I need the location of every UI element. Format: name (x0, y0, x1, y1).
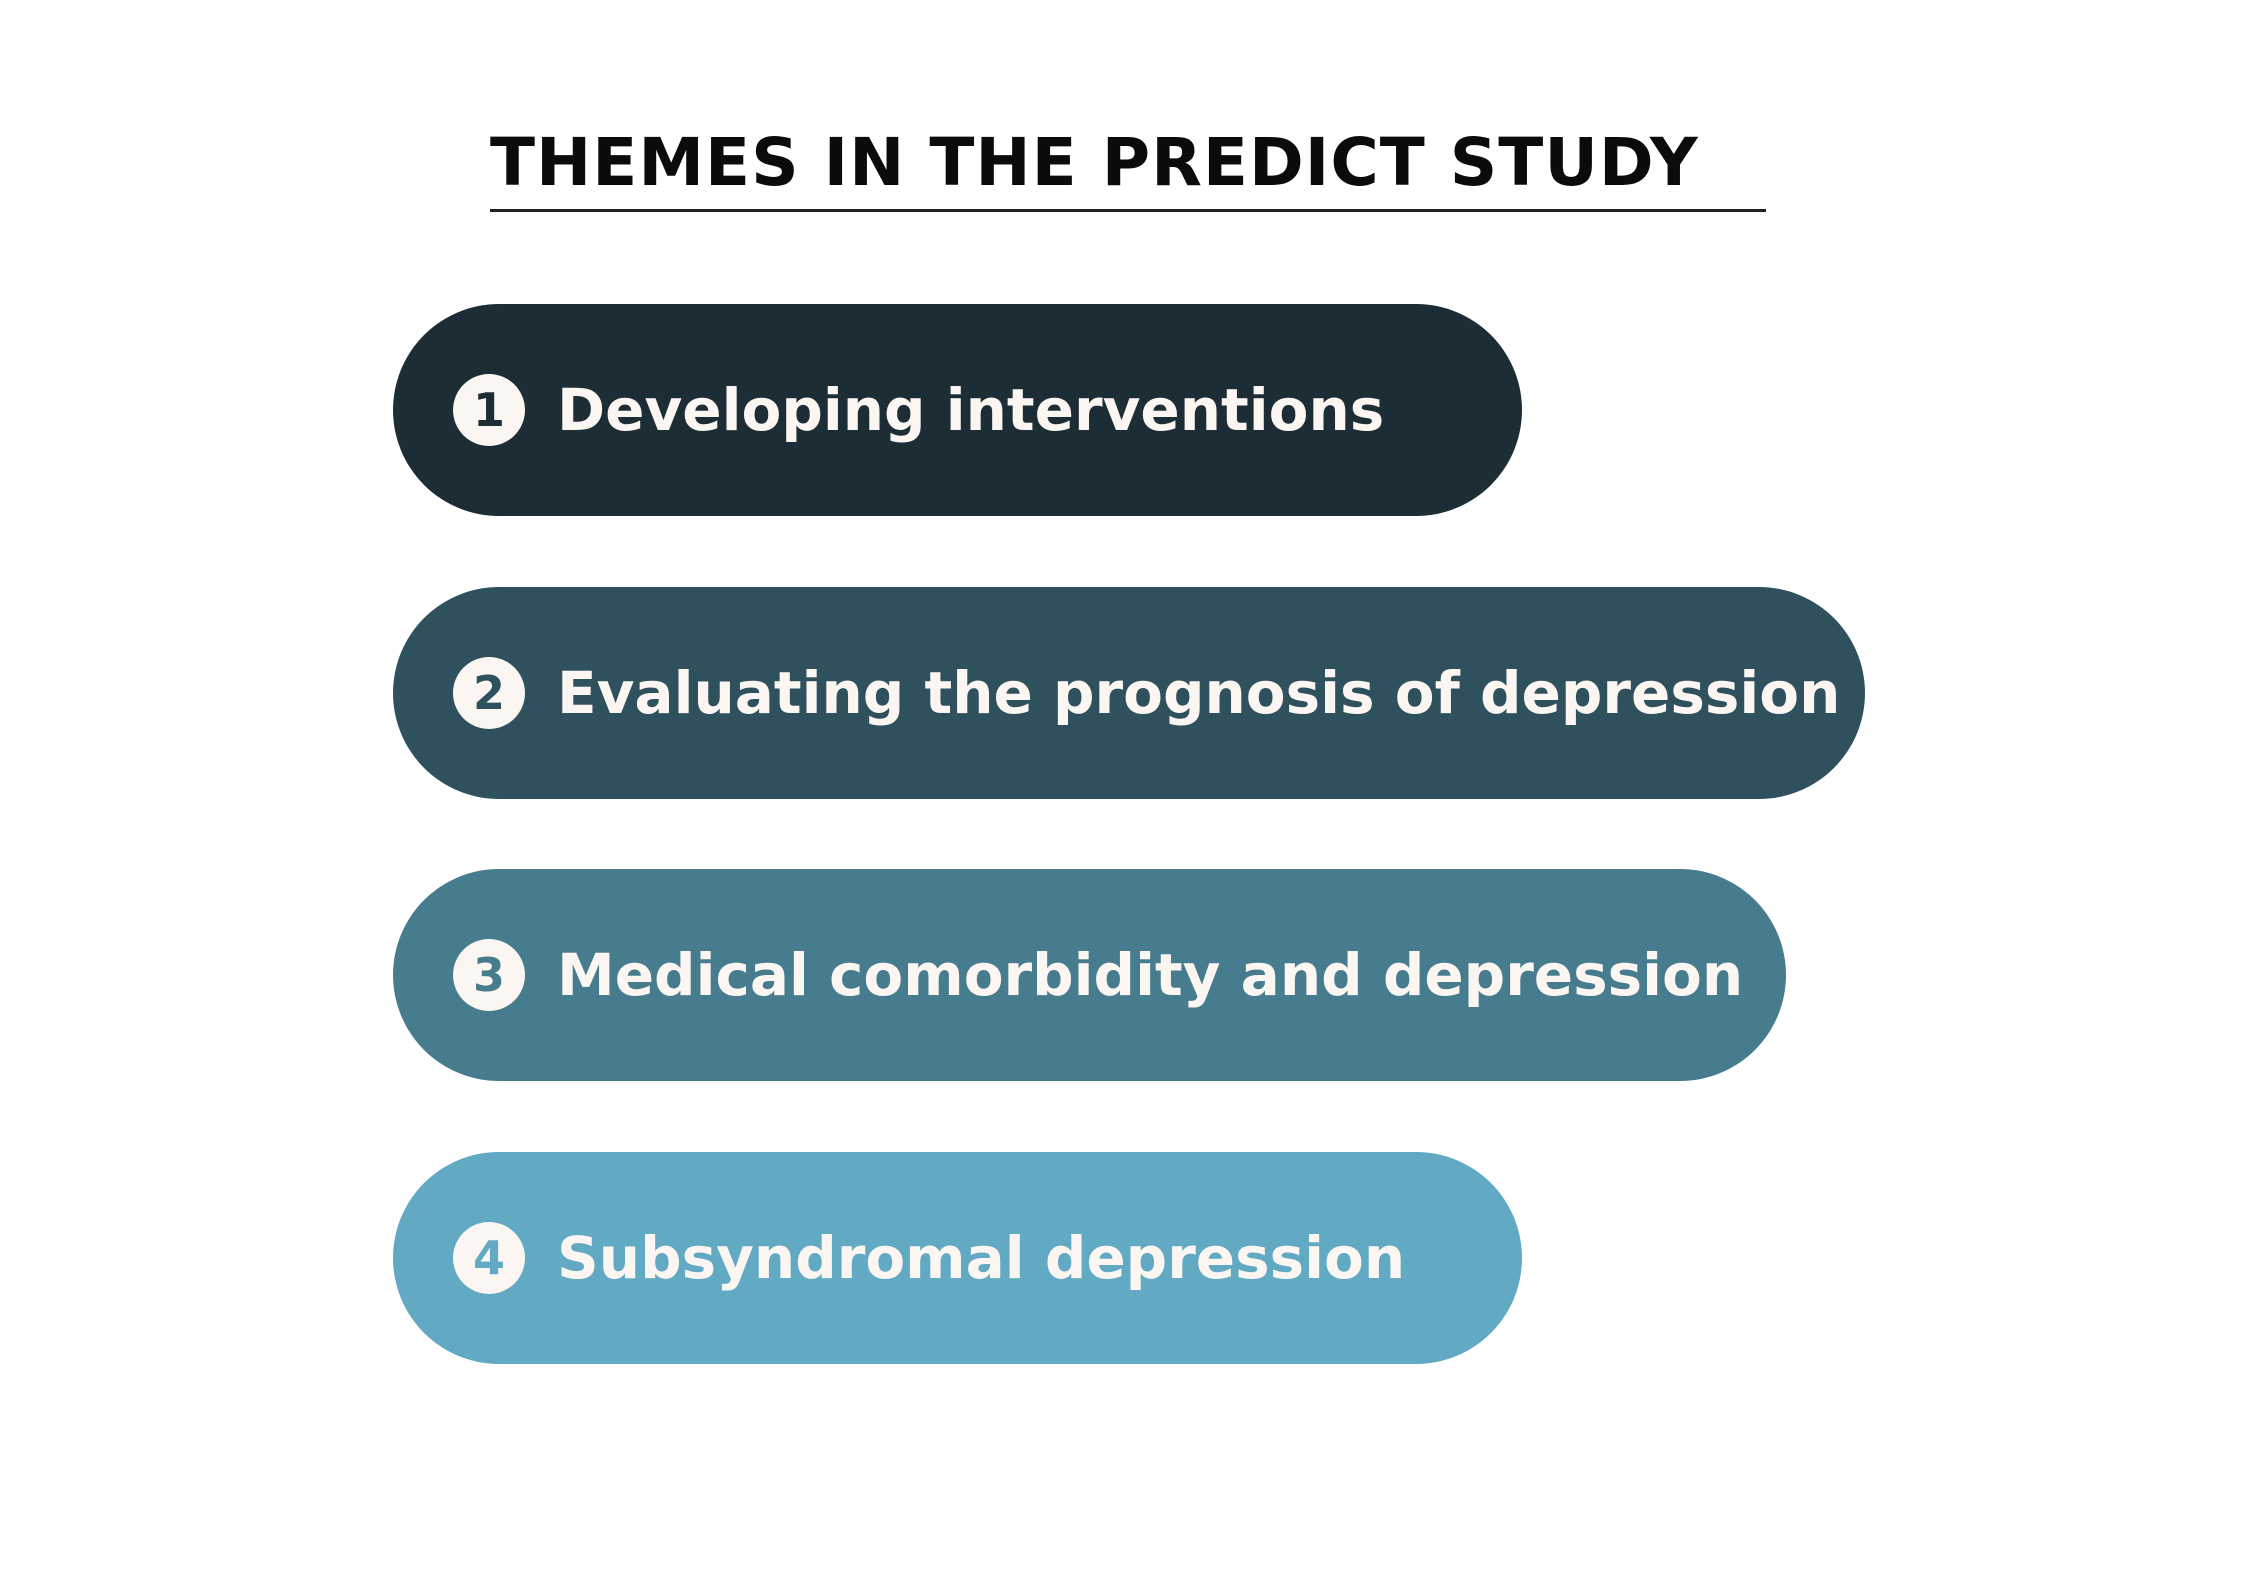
theme-label-subsyndromal-depression: Subsyndromal depression (557, 1224, 1406, 1292)
theme-pill-3: 3 Medical comorbidity and depression (393, 869, 1786, 1081)
theme-pill-2: 2 Evaluating the prognosis of depression (393, 587, 1865, 799)
theme-label-medical-comorbidity: Medical comorbidity and depression (557, 941, 1744, 1009)
theme-label-developing-interventions: Developing interventions (557, 376, 1385, 444)
number-2-badge: 2 (453, 657, 525, 729)
number-4-badge: 4 (453, 1222, 525, 1294)
number-1-badge: 1 (453, 374, 525, 446)
theme-pill-4: 4 Subsyndromal depression (393, 1152, 1522, 1364)
theme-pill-1: 1 Developing interventions (393, 304, 1522, 516)
title-underline (490, 209, 1766, 212)
theme-label-evaluating-prognosis: Evaluating the prognosis of depression (557, 659, 1841, 727)
page-title: THEMES IN THE PREDICT STUDY (490, 124, 1699, 201)
number-3-badge: 3 (453, 939, 525, 1011)
